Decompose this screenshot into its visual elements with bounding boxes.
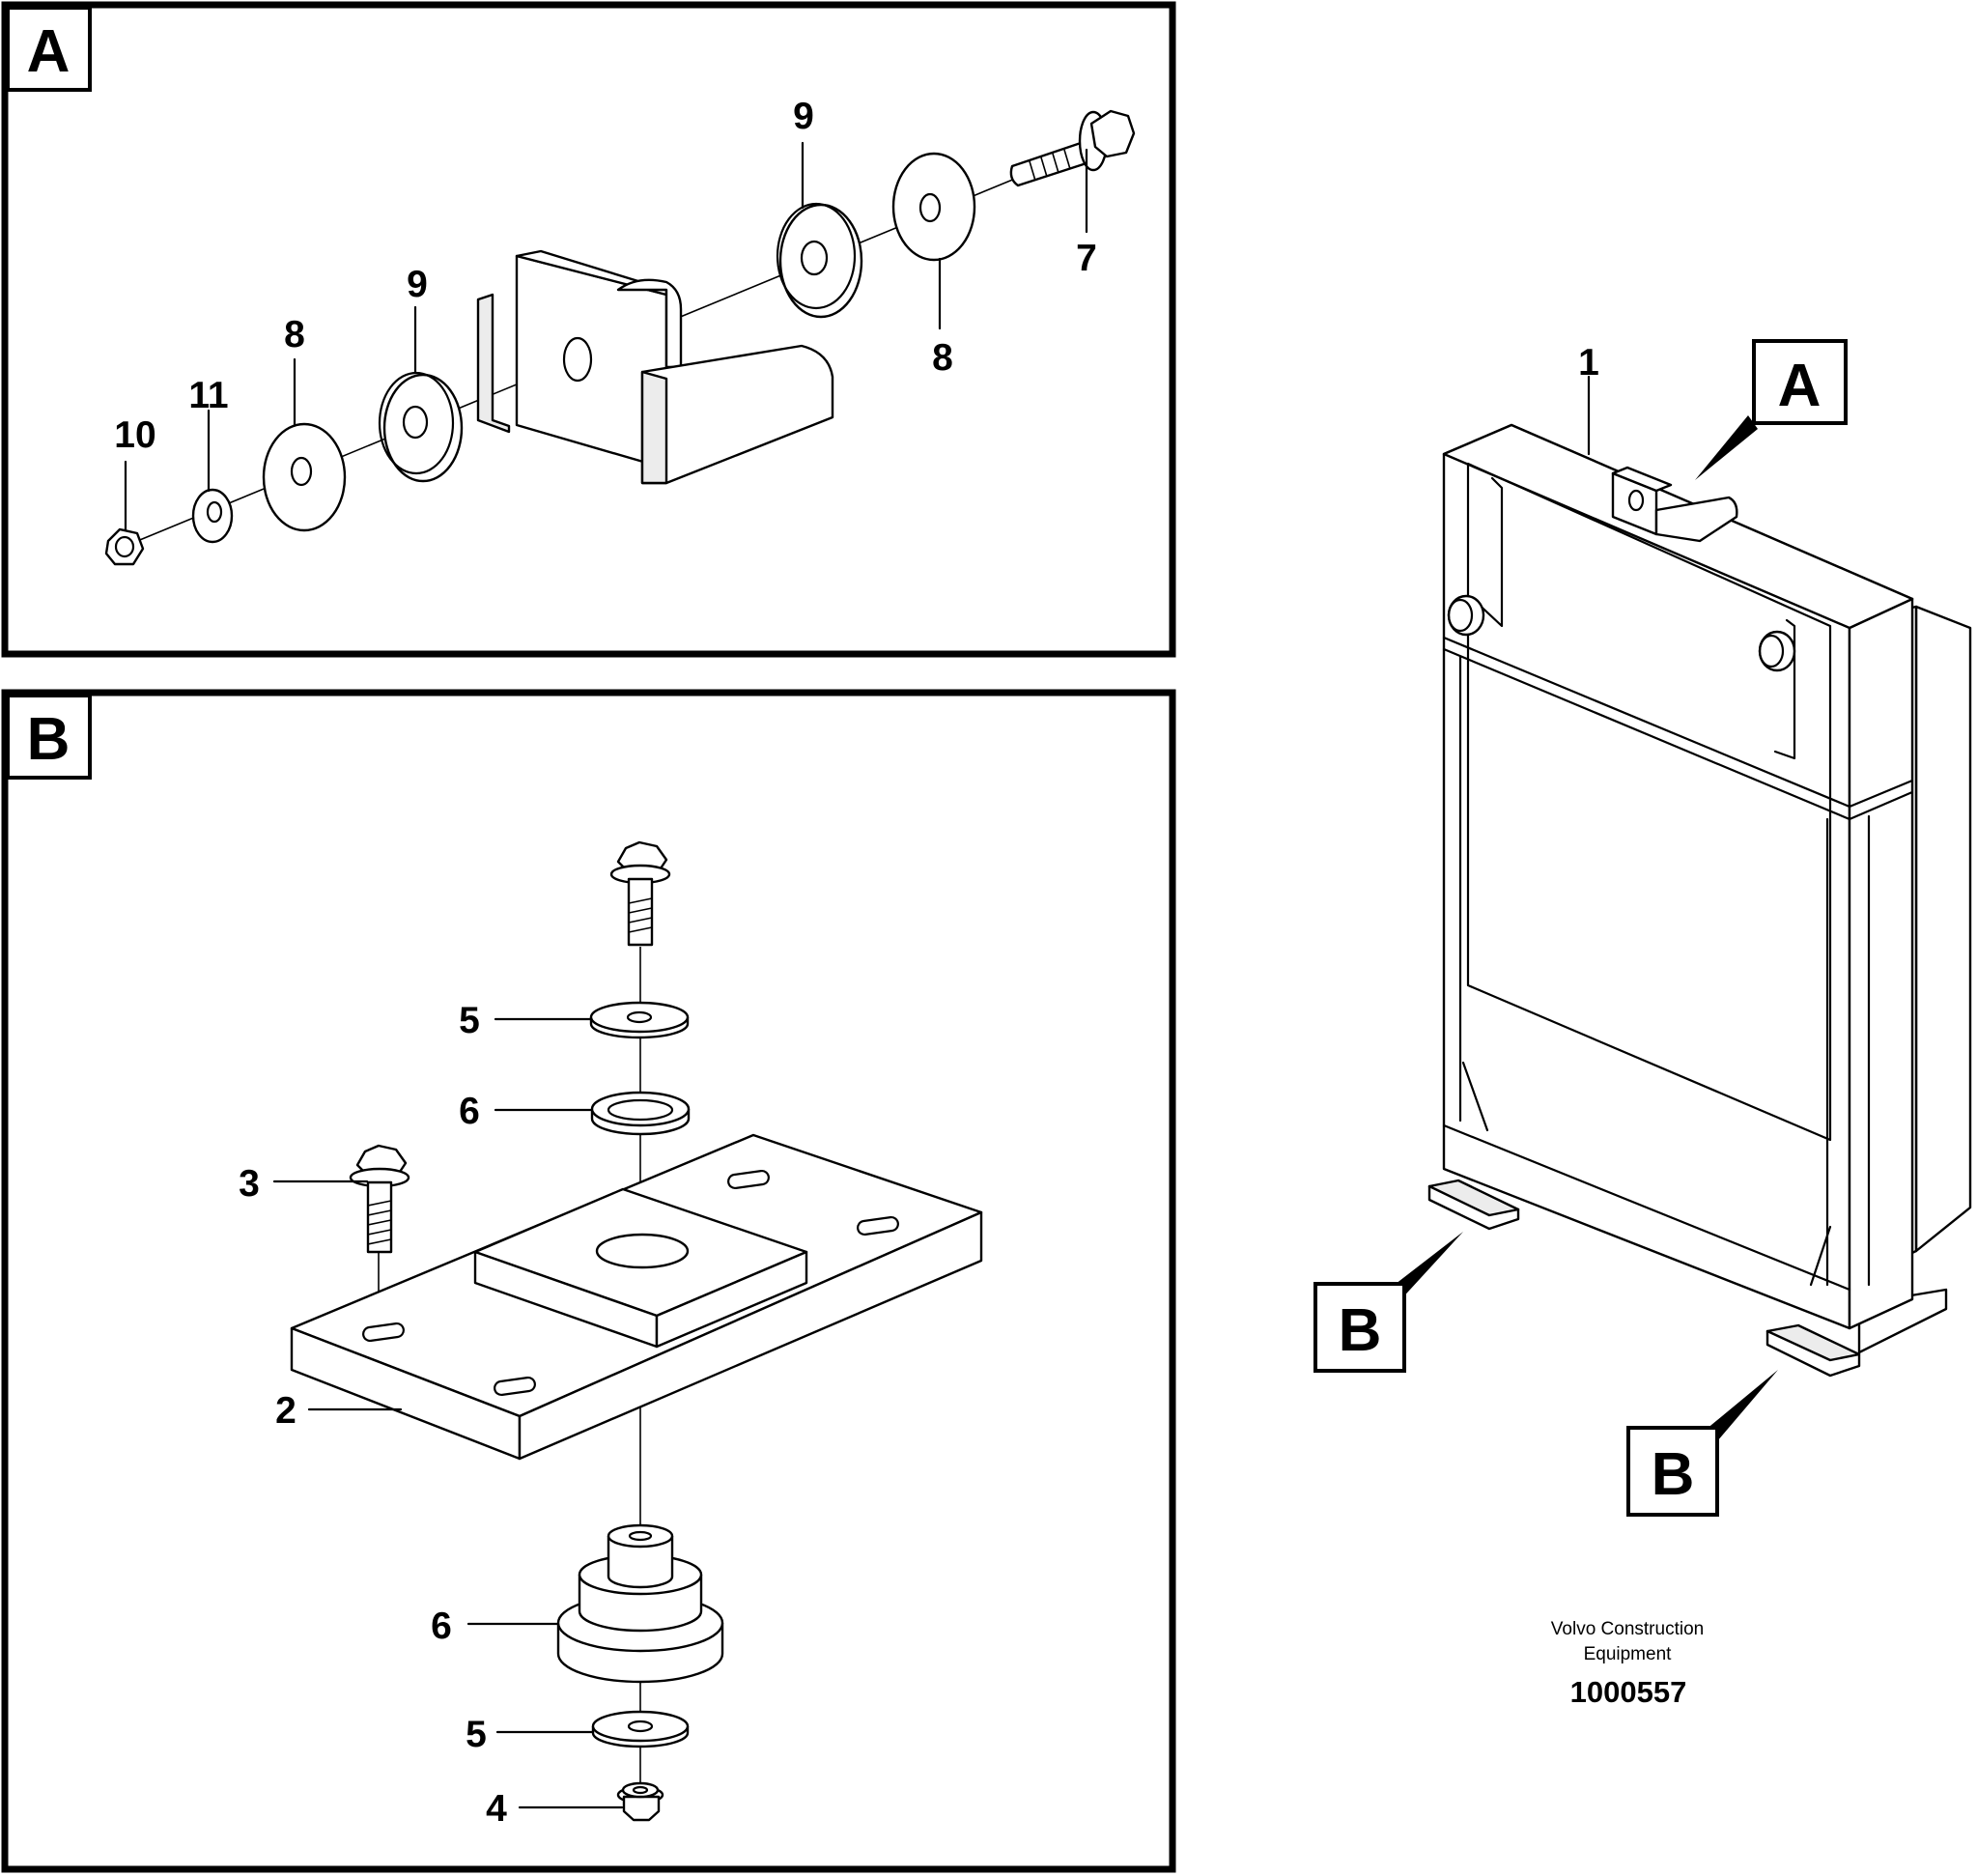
lock-washer-part (191, 488, 234, 544)
drawing-footer: Volvo Construction Equipment 1000557 (1551, 1619, 1704, 1709)
top-bolt-part (609, 840, 671, 947)
drawing-number: 1000557 (1570, 1675, 1687, 1709)
detail-panel-b: B (1, 689, 1176, 1873)
mounting-bracket-part (476, 249, 834, 485)
callout-6-top: 6 (459, 1091, 480, 1132)
thick-washer-left-part (378, 371, 464, 483)
thick-washer-right-part (776, 202, 863, 319)
mounting-plate-part (290, 1133, 983, 1461)
radiator-overview: 1 A B B (1313, 339, 1972, 1517)
callout-11: 11 (188, 375, 228, 416)
flat-washer-bottom-part (591, 1710, 690, 1748)
company-line-1: Volvo Construction (1551, 1619, 1704, 1639)
callout-3: 3 (239, 1163, 260, 1205)
callout-9-right: 9 (793, 96, 814, 137)
callout-5-bottom: 5 (466, 1714, 487, 1755)
callout-8-left: 8 (284, 314, 305, 355)
company-line-2: Equipment (1584, 1644, 1673, 1664)
detail-panel-a: A (1, 1, 1176, 658)
radiator-inlet-left (1447, 594, 1485, 637)
callout-1: 1 (1578, 342, 1599, 384)
callout-9-left: 9 (407, 264, 428, 305)
main-tag-a: A (1778, 353, 1822, 419)
callout-2: 2 (275, 1390, 297, 1432)
radiator-inlet-right (1758, 630, 1796, 672)
callout-6-bottom: 6 (431, 1606, 452, 1647)
large-washer-right-part (891, 152, 976, 262)
nut-part (104, 527, 145, 566)
rubber-ring-top-part (590, 1091, 691, 1136)
rubber-mount-part (556, 1523, 724, 1684)
tag-b2-pointer (1706, 1370, 1778, 1441)
callout-4: 4 (486, 1788, 507, 1830)
radiator-top-bracket (1611, 466, 1738, 543)
callout-5-top: 5 (459, 1000, 480, 1041)
main-tag-b2: B (1652, 1441, 1695, 1508)
callout-10: 10 (114, 414, 155, 456)
panel-b-tag: B (27, 706, 71, 773)
main-tag-b1: B (1339, 1297, 1382, 1364)
panel-a-tag: A (27, 18, 71, 85)
large-washer-left-part (262, 422, 347, 532)
callout-7: 7 (1076, 238, 1097, 279)
callout-8-right: 8 (932, 337, 953, 379)
flange-bolt-part (1009, 109, 1136, 187)
radiator-frame (1442, 423, 1914, 1330)
flange-nut-part (616, 1781, 664, 1822)
flat-washer-top-part (589, 1001, 690, 1039)
radiator-right-face (1848, 597, 1914, 1330)
side-bolt-part (349, 1144, 410, 1254)
tag-a-pointer (1695, 415, 1758, 480)
radiator-side-box (1914, 605, 1972, 1253)
